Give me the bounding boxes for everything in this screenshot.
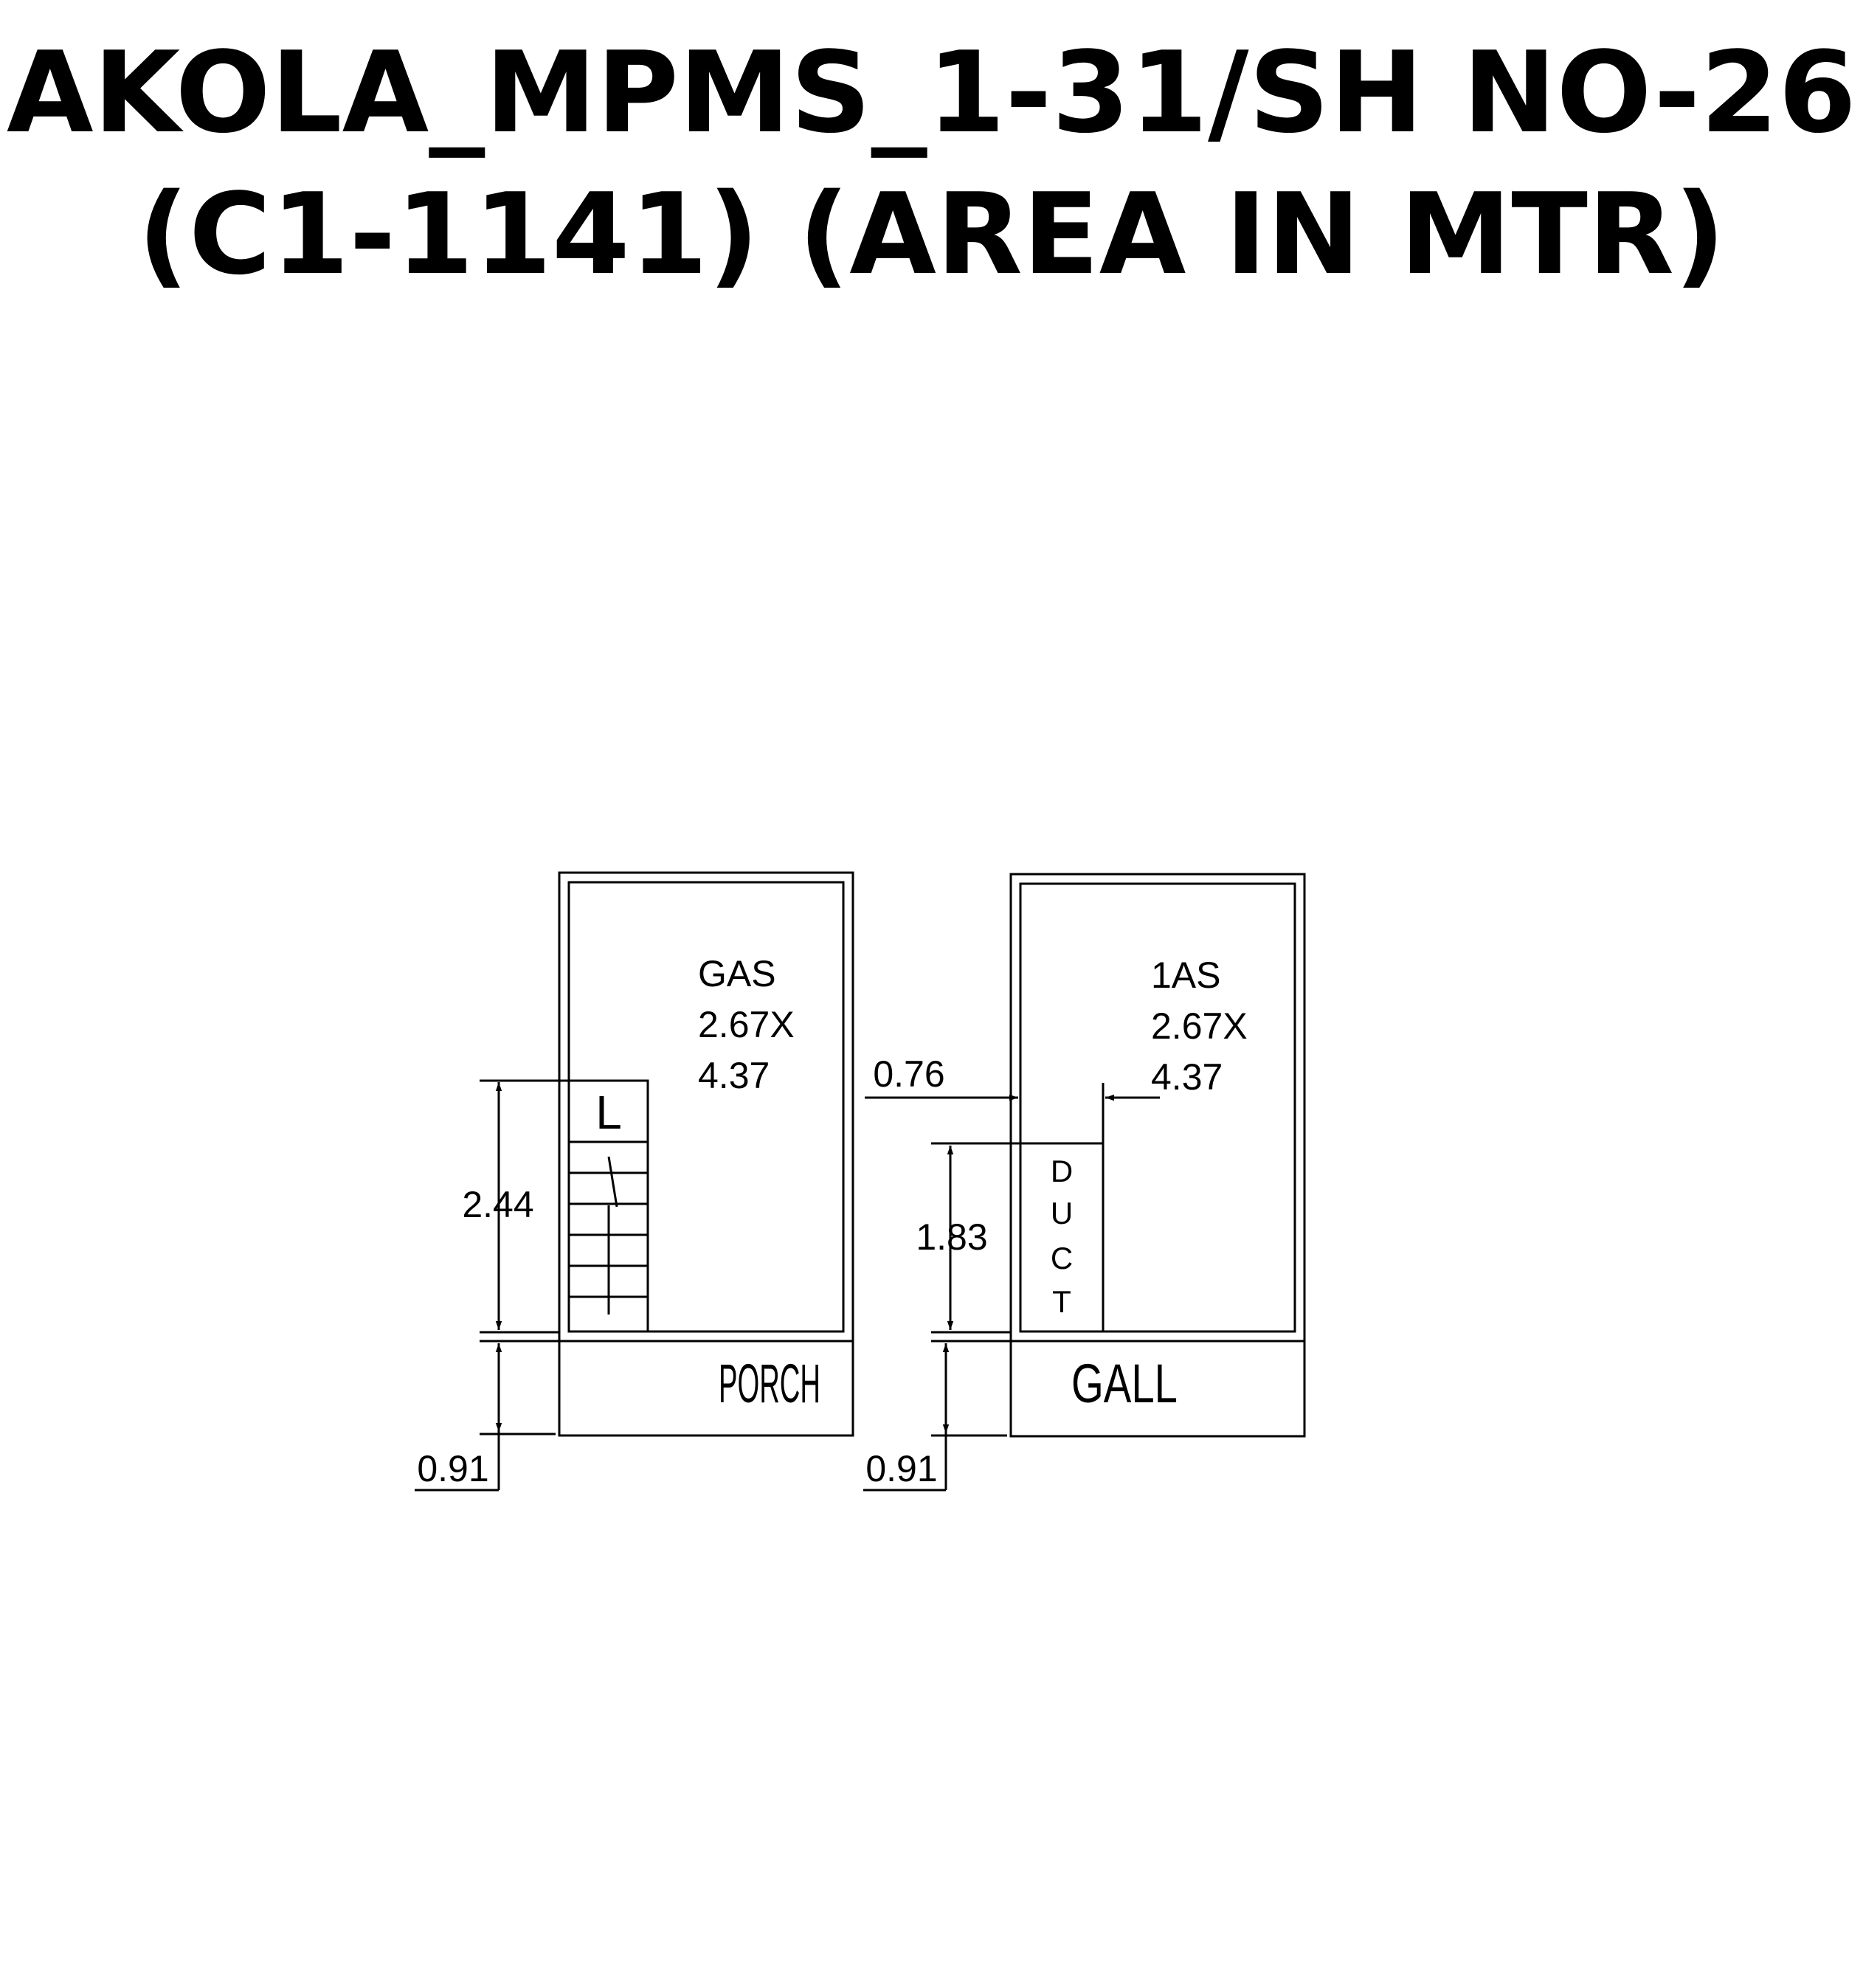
duct-letter-c: C [1051, 1241, 1073, 1275]
dim-stair-label: 2.44 [462, 1184, 533, 1225]
right-outer-wall [1009, 873, 1306, 1438]
gall-label: GALL [1071, 1353, 1178, 1414]
stair-outline [567, 1079, 649, 1333]
dim-gall-depth [863, 1340, 1011, 1492]
dim-porch-label: 0.91 [417, 1448, 488, 1489]
right-room-size-2: 4.37 [1151, 1056, 1223, 1098]
dim-stair-height [480, 1079, 569, 1334]
left-room-name: GAS [698, 953, 776, 994]
right-room-name: 1AS [1151, 955, 1221, 996]
drawing-title-line-2: (C1-1141) (AREA IN MTR) [137, 169, 1726, 299]
left-room-size-2: 4.37 [698, 1055, 770, 1096]
staircase [567, 1079, 649, 1333]
dim-gap-width [865, 1083, 1160, 1143]
dim-gall-label: 0.91 [865, 1448, 937, 1489]
left-unit: L GAS 2.67X 4.37 PORCH 2.44 0.91 [415, 871, 854, 1492]
duct-letter-d: D [1051, 1154, 1073, 1188]
stair-label: L [595, 1086, 622, 1139]
duct-outline [1019, 1142, 1105, 1333]
dim-gap-label: 0.76 [873, 1053, 944, 1095]
duct-letter-u: U [1051, 1196, 1073, 1230]
dim-duct-label: 1.83 [916, 1216, 987, 1258]
porch-label: PORCH [719, 1353, 820, 1414]
dim-duct-height [931, 1142, 1020, 1334]
drawing-title-line-1: AKOLA_MPMS_1-31/SH NO-26 [6, 27, 1857, 158]
right-unit: D U C T 1AS 2.67X 4.37 GALL 0.76 1.83 [863, 873, 1306, 1492]
dim-porch-depth [415, 1340, 559, 1492]
stair-break-line [607, 1156, 618, 1208]
duct-letter-t: T [1052, 1284, 1071, 1319]
left-room-size-1: 2.67X [698, 1004, 795, 1045]
right-room-size-1: 2.67X [1151, 1005, 1248, 1047]
left-outer-wall [558, 871, 854, 1437]
